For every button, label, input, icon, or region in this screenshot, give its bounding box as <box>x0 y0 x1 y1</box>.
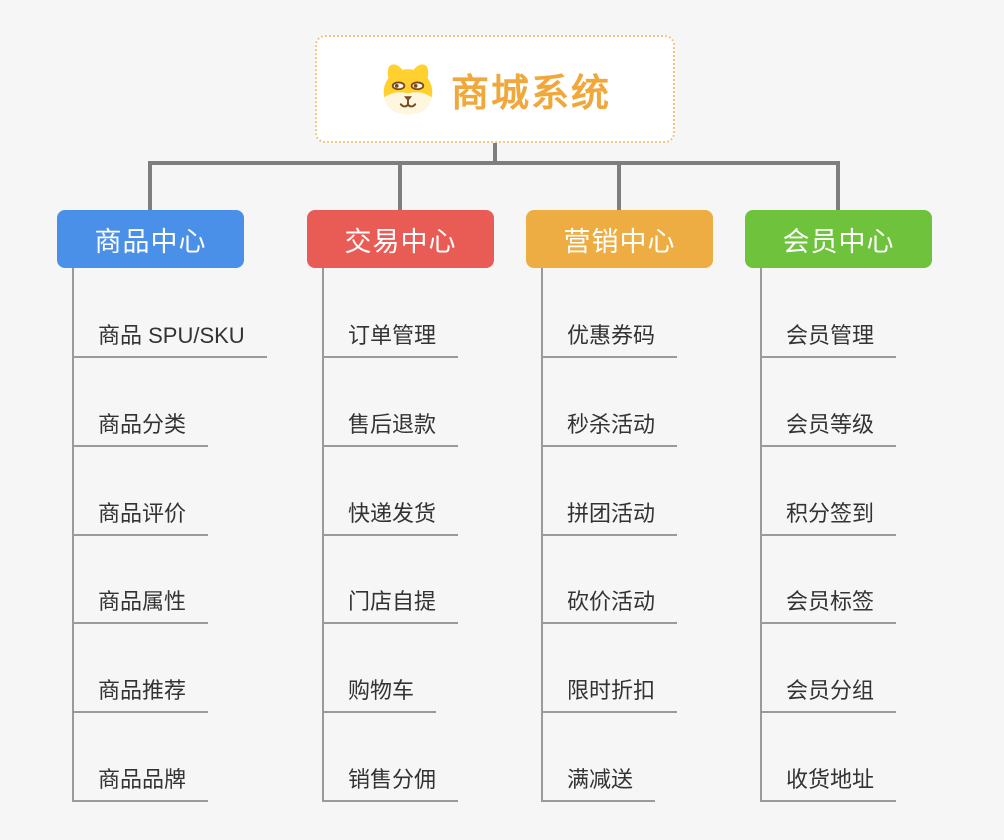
branch-label: 交易中心 <box>344 226 457 257</box>
child-node-label: 拼团活动 <box>567 501 656 526</box>
child-node-label: 门店自提 <box>348 589 437 614</box>
child-node-2-6[interactable]: 销售分佣 <box>322 752 459 802</box>
child-node-2-3[interactable]: 快递发货 <box>322 486 459 536</box>
branch-label: 营销中心 <box>563 226 676 257</box>
child-node-4-3[interactable]: 积分签到 <box>760 486 897 536</box>
child-node-1-1[interactable]: 商品 SPU/SKU <box>72 308 267 358</box>
child-node-1-5[interactable]: 商品推荐 <box>72 663 209 713</box>
child-node-label: 会员管理 <box>786 323 875 348</box>
child-node-label: 会员分组 <box>786 678 875 703</box>
child-node-label: 秒杀活动 <box>567 412 656 437</box>
child-node-2-5[interactable]: 购物车 <box>322 663 437 713</box>
child-node-label: 满减送 <box>567 767 634 792</box>
branch-header-2[interactable]: 交易中心 <box>307 210 494 268</box>
branch-header-4[interactable]: 会员中心 <box>745 210 932 268</box>
child-node-label: 商品评价 <box>98 501 187 526</box>
child-node-3-2[interactable]: 秒杀活动 <box>541 397 678 447</box>
child-node-1-4[interactable]: 商品属性 <box>72 574 209 624</box>
root-node-title: 商城系统 <box>450 72 611 115</box>
child-node-label: 会员等级 <box>786 412 875 437</box>
child-node-label: 积分签到 <box>786 501 875 526</box>
connector-drop-4 <box>836 163 840 211</box>
child-node-label: 售后退款 <box>348 412 437 437</box>
child-node-2-4[interactable]: 门店自提 <box>322 574 459 624</box>
connector-horizontal-trunk <box>148 161 840 165</box>
branch-label: 商品中心 <box>94 226 207 257</box>
connector-drop-1 <box>148 163 152 211</box>
child-node-3-6[interactable]: 满减送 <box>541 752 656 802</box>
child-node-label: 砍价活动 <box>567 589 656 614</box>
child-node-3-3[interactable]: 拼团活动 <box>541 486 678 536</box>
child-node-label: 优惠券码 <box>567 323 656 348</box>
child-node-1-2[interactable]: 商品分类 <box>72 397 209 447</box>
child-node-1-6[interactable]: 商品品牌 <box>72 752 209 802</box>
dog-face-icon <box>379 62 437 116</box>
child-node-label: 商品属性 <box>98 589 187 614</box>
branch-header-1[interactable]: 商品中心 <box>57 210 244 268</box>
child-node-1-3[interactable]: 商品评价 <box>72 486 209 536</box>
child-node-4-2[interactable]: 会员等级 <box>760 397 897 447</box>
root-node[interactable]: 商城系统 <box>315 35 675 143</box>
child-node-label: 商品 SPU/SKU <box>98 323 245 348</box>
child-node-2-2[interactable]: 售后退款 <box>322 397 459 447</box>
child-node-label: 限时折扣 <box>567 678 656 703</box>
child-node-label: 快递发货 <box>348 501 437 526</box>
branch-label: 会员中心 <box>782 226 895 257</box>
child-node-4-1[interactable]: 会员管理 <box>760 308 897 358</box>
child-node-4-6[interactable]: 收货地址 <box>760 752 897 802</box>
child-node-label: 购物车 <box>348 678 415 703</box>
child-node-label: 商品品牌 <box>98 767 187 792</box>
connector-drop-2 <box>398 163 402 211</box>
child-node-label: 商品推荐 <box>98 678 187 703</box>
child-node-label: 商品分类 <box>98 412 187 437</box>
child-node-label: 销售分佣 <box>348 767 437 792</box>
connector-drop-3 <box>617 163 621 211</box>
child-node-label: 会员标签 <box>786 589 875 614</box>
child-node-3-5[interactable]: 限时折扣 <box>541 663 678 713</box>
child-node-label: 订单管理 <box>348 323 437 348</box>
connector-root-stem <box>493 142 497 165</box>
child-node-label: 收货地址 <box>786 767 875 792</box>
child-node-4-4[interactable]: 会员标签 <box>760 574 897 624</box>
child-node-2-1[interactable]: 订单管理 <box>322 308 459 358</box>
child-node-4-5[interactable]: 会员分组 <box>760 663 897 713</box>
child-node-3-4[interactable]: 砍价活动 <box>541 574 678 624</box>
branch-header-3[interactable]: 营销中心 <box>526 210 713 268</box>
child-node-3-1[interactable]: 优惠券码 <box>541 308 678 358</box>
